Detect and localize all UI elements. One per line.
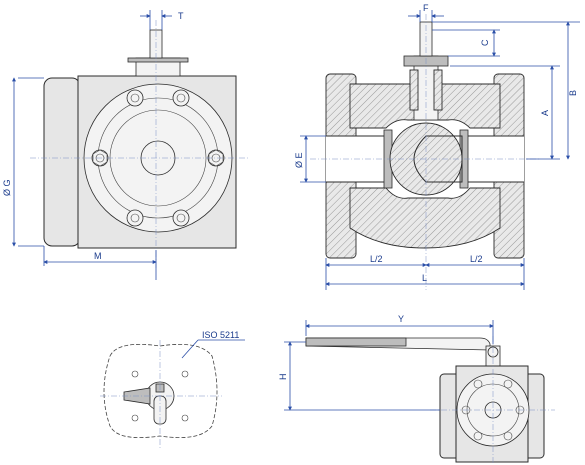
end-flange-left <box>43 77 81 247</box>
label-G: Ø G <box>2 179 12 196</box>
body-lower <box>349 187 501 249</box>
handle-view: Y H <box>278 314 555 465</box>
flange-bolts <box>91 89 225 227</box>
label-A: A <box>540 110 550 116</box>
label-iso: ISO 5211 <box>202 330 239 340</box>
label-C: C <box>480 39 490 46</box>
label-F: F <box>423 3 429 13</box>
iso-mount-view: ISO 5211 <box>100 330 245 448</box>
label-L2-right: L/2 <box>470 254 483 264</box>
label-Y: Y <box>398 314 404 324</box>
label-B: B <box>568 90 578 96</box>
section-view: F C A B Ø E L/2 L/2 L <box>294 3 580 290</box>
label-H: H <box>278 374 288 381</box>
label-E: Ø E <box>294 152 304 168</box>
label-L2-left: L/2 <box>370 254 383 264</box>
label-M: M <box>94 251 102 261</box>
label-T: T <box>178 11 184 21</box>
center-bore <box>140 140 176 176</box>
mount-pad-outline <box>103 343 218 439</box>
front-view: T Ø G M <box>2 10 250 280</box>
label-L: L <box>422 273 427 283</box>
